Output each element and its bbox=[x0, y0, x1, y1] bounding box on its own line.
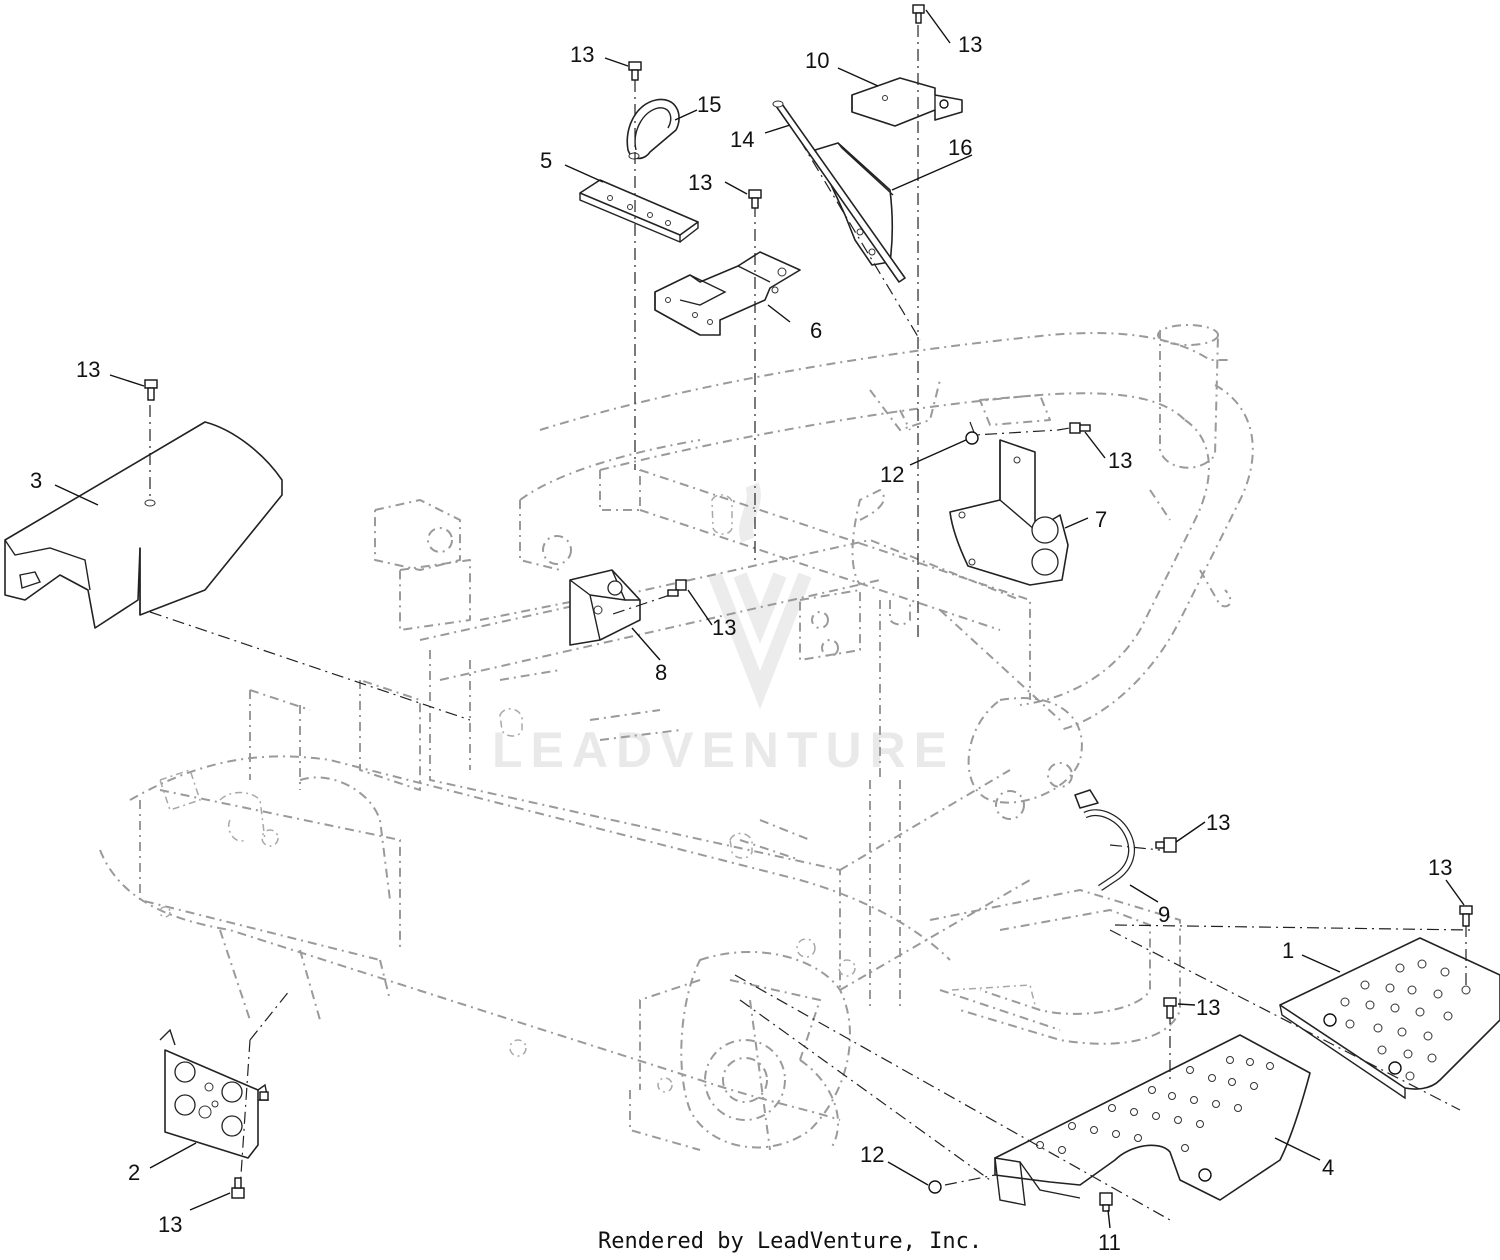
callout-13-f[interactable]: 13 bbox=[712, 615, 736, 640]
nut-12-bottom bbox=[928, 1180, 942, 1194]
callout-10[interactable]: 10 bbox=[805, 48, 829, 73]
callout-6[interactable]: 6 bbox=[810, 318, 822, 343]
bolt-1 bbox=[1459, 905, 1473, 927]
assembly-lines bbox=[149, 25, 1471, 1221]
callout-5[interactable]: 5 bbox=[540, 148, 552, 173]
part-10-bracket bbox=[851, 77, 963, 127]
part-3-cover bbox=[4, 421, 283, 629]
bolt-8 bbox=[667, 579, 687, 597]
callout-12-bottom[interactable]: 12 bbox=[860, 1142, 884, 1167]
callout-15[interactable]: 15 bbox=[697, 92, 721, 117]
callouts: 1 2 3 4 5 6 7 8 9 10 11 12 12 13 13 13 1… bbox=[30, 32, 1452, 1255]
callout-4[interactable]: 4 bbox=[1322, 1155, 1334, 1180]
bolt-left bbox=[144, 379, 158, 401]
callout-13-h[interactable]: 13 bbox=[1428, 855, 1452, 880]
leader-lines bbox=[54, 9, 1465, 1229]
watermark-text: LEADVENTURE bbox=[492, 722, 955, 778]
part-1-holes bbox=[1340, 959, 1471, 1081]
bolt-9 bbox=[1155, 837, 1177, 853]
callout-13-b[interactable]: 13 bbox=[958, 32, 982, 57]
bolt-7 bbox=[1069, 422, 1091, 434]
bolt-2-bottom bbox=[231, 1177, 245, 1199]
callout-13-i[interactable]: 13 bbox=[1196, 995, 1220, 1020]
callout-14[interactable]: 14 bbox=[730, 127, 754, 152]
callout-13-e[interactable]: 13 bbox=[1108, 448, 1132, 473]
callout-13-g[interactable]: 13 bbox=[1206, 810, 1230, 835]
fitting-11 bbox=[1099, 1192, 1113, 1212]
fasteners bbox=[144, 4, 1473, 1212]
bolt-mid bbox=[748, 189, 762, 209]
bolt-top-left bbox=[628, 61, 642, 81]
callout-7[interactable]: 7 bbox=[1095, 507, 1107, 532]
callout-13-a[interactable]: 13 bbox=[570, 42, 594, 67]
part-4-holes bbox=[1036, 1056, 1274, 1154]
part-4-footplate bbox=[994, 1034, 1311, 1206]
callout-13-j[interactable]: 13 bbox=[158, 1212, 182, 1237]
part-6-bracket bbox=[654, 251, 801, 336]
callout-13-c[interactable]: 13 bbox=[688, 170, 712, 195]
bolt-4 bbox=[1163, 997, 1177, 1019]
render-credit: Rendered by LeadVenture, Inc. bbox=[598, 1229, 982, 1254]
watermark: LEADVENTURE bbox=[492, 482, 955, 778]
callout-2[interactable]: 2 bbox=[128, 1160, 140, 1185]
bolt-top-right bbox=[912, 4, 925, 24]
part-8-bracket bbox=[569, 569, 641, 646]
nut-12-top bbox=[965, 431, 979, 445]
part-15-clamp bbox=[626, 98, 680, 160]
bolt-2-top bbox=[259, 1091, 269, 1101]
part-9-pipe bbox=[1074, 789, 1135, 891]
part-5-bracket bbox=[579, 179, 699, 244]
part-14-rod bbox=[772, 100, 906, 283]
callout-11[interactable]: 11 bbox=[1098, 1230, 1121, 1255]
callout-13-d[interactable]: 13 bbox=[76, 357, 100, 382]
callout-1[interactable]: 1 bbox=[1282, 938, 1294, 963]
callout-12-top[interactable]: 12 bbox=[880, 462, 904, 487]
callout-9[interactable]: 9 bbox=[1158, 902, 1170, 927]
watermark-logo-icon bbox=[708, 482, 812, 710]
part-7-plate bbox=[949, 439, 1069, 586]
part-2-plate bbox=[159, 1028, 269, 1159]
callout-8[interactable]: 8 bbox=[655, 660, 667, 685]
callout-3[interactable]: 3 bbox=[30, 468, 42, 493]
callout-16[interactable]: 16 bbox=[948, 135, 972, 160]
part-1-footplate bbox=[1279, 937, 1500, 1100]
